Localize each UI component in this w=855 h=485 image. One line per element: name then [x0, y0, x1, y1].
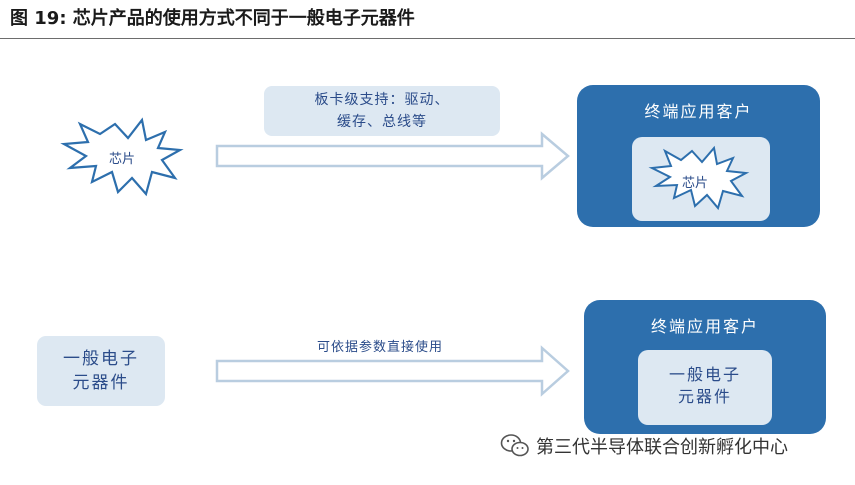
- client-title-chip: 终端应用客户: [644, 102, 753, 121]
- chip-label: 芯片: [108, 152, 135, 167]
- wechat-icon: [500, 434, 529, 457]
- component-line2: 元器件: [72, 373, 130, 393]
- component-line1: 一般电子: [63, 349, 139, 369]
- client-inner-component-box: [638, 350, 772, 425]
- title-divider: [0, 38, 855, 39]
- client-title-component: 终端应用客户: [650, 317, 759, 336]
- inner-chip-label: 芯片: [681, 176, 708, 191]
- support-arrow: [215, 131, 570, 181]
- figure-title: 图 19: 芯片产品的使用方式不同于一般电子元器件: [10, 8, 415, 29]
- board-support-box: [264, 86, 500, 136]
- inner-component-text: 一般电子 元器件: [638, 364, 772, 408]
- inner-component-line2: 元器件: [677, 387, 732, 406]
- board-support-line1: 板卡级支持：驱动、: [314, 92, 450, 108]
- watermark: 第三代半导体联合创新孵化中心: [500, 431, 840, 461]
- chip-starburst: [60, 117, 184, 197]
- direct-use-text: 可依据参数直接使用: [316, 340, 443, 355]
- watermark-text: 第三代半导体联合创新孵化中心: [536, 437, 788, 458]
- component-box: [37, 336, 165, 406]
- inner-chip-starburst-shape: [648, 145, 750, 211]
- inner-component-line1: 一般电子: [668, 365, 741, 384]
- component-text: 一般电子 元器件: [37, 347, 165, 395]
- board-support-line2: 缓存、总线等: [337, 114, 427, 130]
- direct-use-arrow: [215, 345, 570, 397]
- board-support-text: 板卡级支持：驱动、 缓存、总线等: [264, 89, 500, 133]
